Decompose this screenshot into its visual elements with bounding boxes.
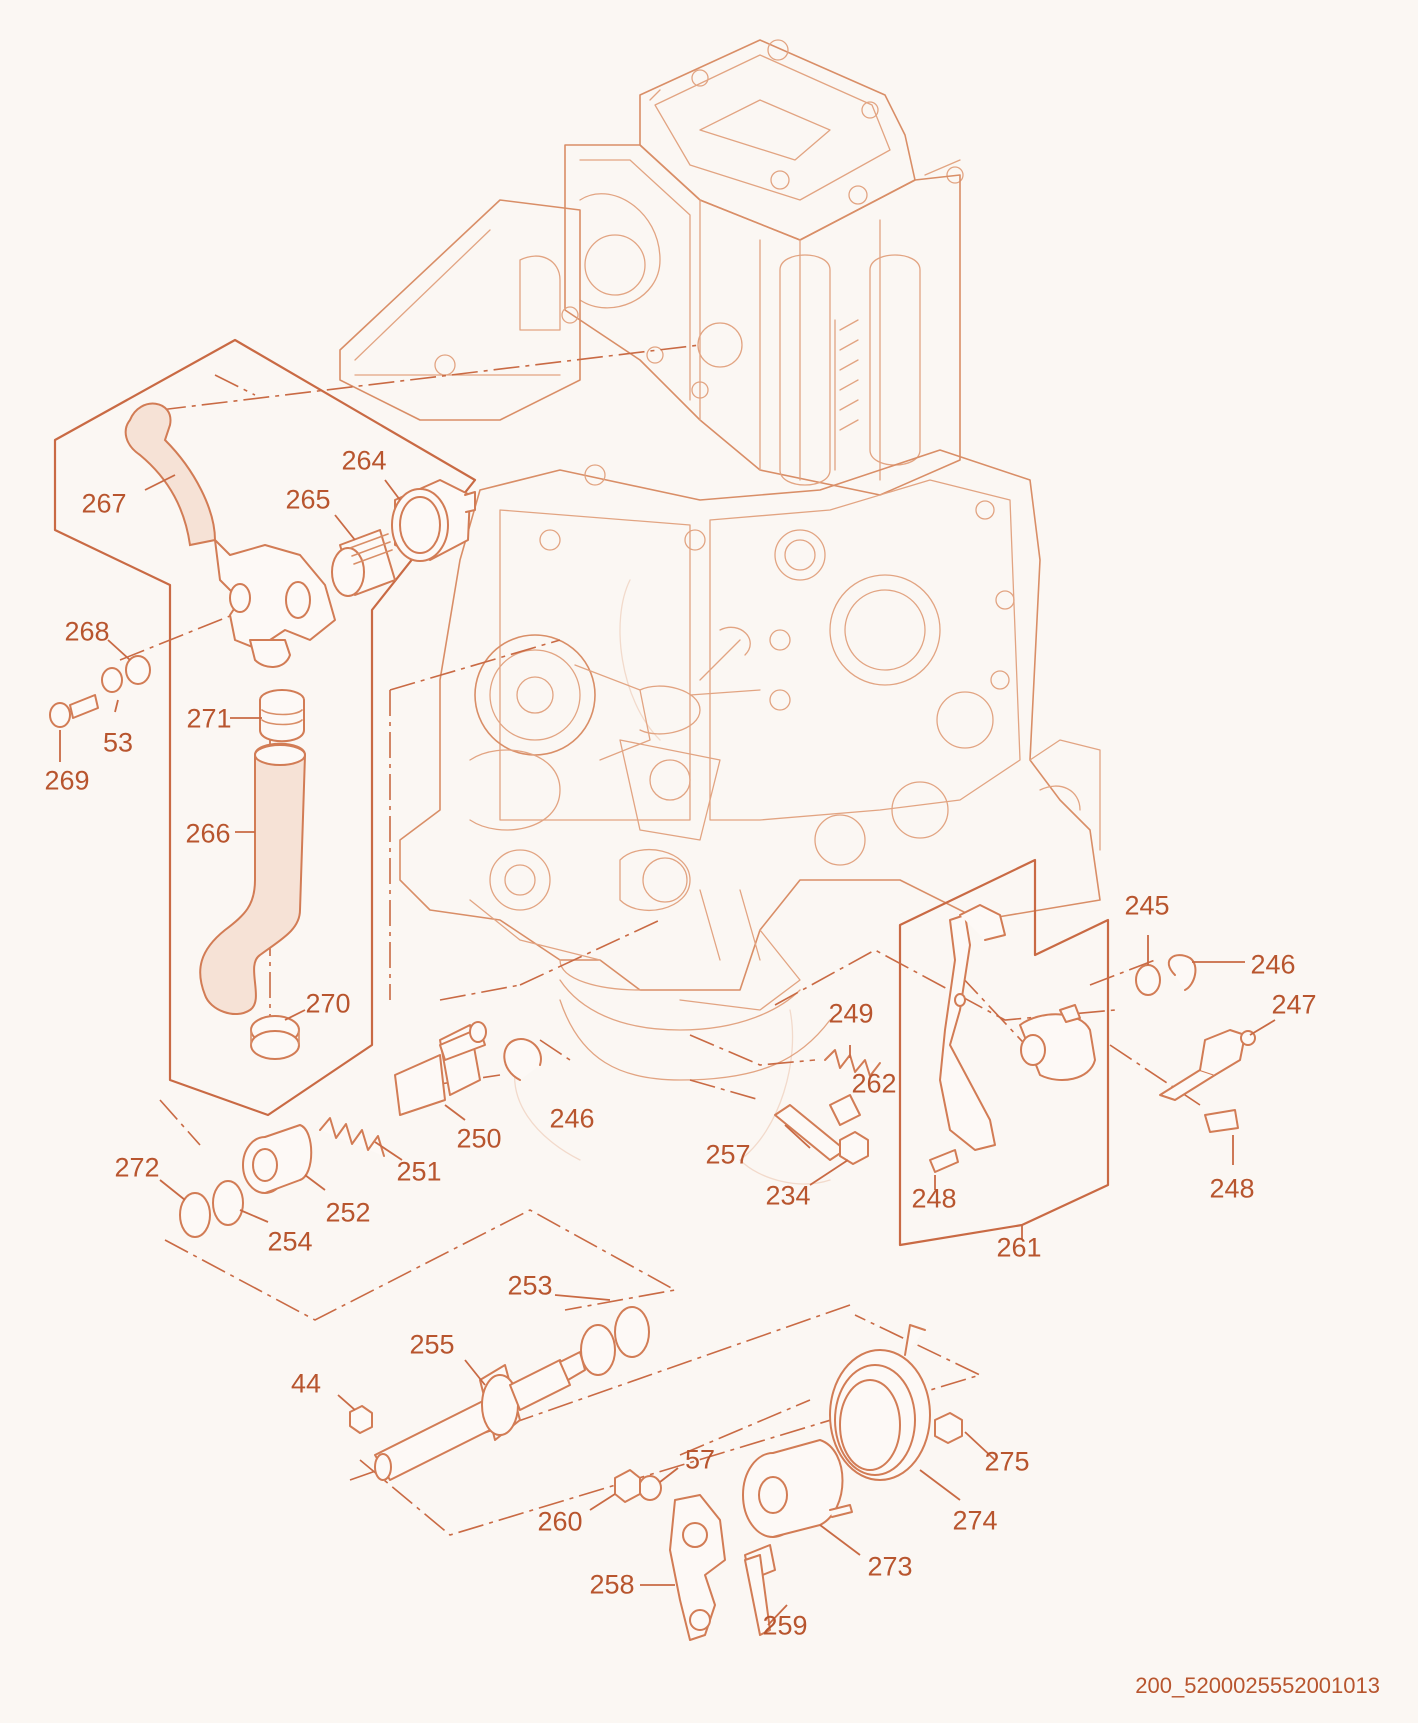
- label-273: 273: [867, 1551, 913, 1582]
- label-249: 249: [828, 998, 874, 1029]
- part-250-bracket: [394, 1021, 487, 1116]
- part-273-sleeve: [742, 1439, 853, 1538]
- label-248-middle: 248: [911, 1183, 957, 1214]
- label-271: 271: [186, 703, 232, 734]
- part-271-clamp: [259, 689, 305, 743]
- part-267-elbow-hose: [124, 402, 336, 668]
- part-269-bolt: [49, 694, 99, 728]
- part-234-nut: [839, 1131, 869, 1165]
- leader-lines: [59, 474, 1276, 1626]
- label-257: 257: [705, 1139, 751, 1170]
- part-260-nut: [614, 1469, 641, 1503]
- label-258: 258: [589, 1569, 635, 1600]
- part-246-circlip-b: [1167, 954, 1197, 991]
- part-253-oring-b: [614, 1306, 650, 1358]
- part-266-hose: [199, 742, 307, 1015]
- part-275-nut: [934, 1412, 963, 1444]
- diagram-id-caption: 200_5200025552001013: [1135, 1673, 1380, 1698]
- part-272-oring: [179, 1192, 211, 1238]
- label-234: 234: [765, 1180, 811, 1211]
- label-253: 253: [507, 1270, 553, 1301]
- part-258-lever: [669, 1494, 726, 1641]
- label-265: 265: [285, 484, 331, 515]
- part-44-nut: [349, 1405, 373, 1434]
- part-270-clamp: [250, 1015, 300, 1060]
- part-254-oring: [212, 1180, 244, 1226]
- part-246-circlip: [503, 1038, 542, 1081]
- label-251: 251: [396, 1156, 442, 1187]
- part-261-lever: [939, 904, 1096, 1151]
- label-264: 264: [341, 445, 387, 476]
- label-255: 255: [409, 1329, 455, 1360]
- part-248-screw-a: [929, 1149, 959, 1173]
- label-247: 247: [1271, 989, 1317, 1020]
- label-266: 266: [185, 818, 231, 849]
- part-247-link: [1159, 1029, 1256, 1101]
- engine-block: [339, 39, 1101, 1185]
- part-265-adapter: [331, 529, 396, 597]
- label-245: 245: [1124, 890, 1170, 921]
- label-53: 53: [102, 727, 134, 758]
- label-246-right: 246: [1250, 949, 1296, 980]
- label-274: 274: [952, 1505, 998, 1536]
- part-245-washer: [1135, 964, 1161, 996]
- label-267: 267: [81, 488, 127, 519]
- label-260: 260: [537, 1506, 583, 1537]
- label-261: 261: [996, 1232, 1042, 1263]
- label-248-right: 248: [1209, 1173, 1255, 1204]
- part-252-bushing: [242, 1124, 313, 1194]
- part-274-spring: [829, 1324, 931, 1481]
- part-262-sleeve: [829, 1094, 861, 1126]
- part-53-washer: [101, 667, 123, 693]
- part-253-oring-a: [580, 1324, 616, 1376]
- part-57-washer: [638, 1475, 662, 1501]
- hose-group-frame: [53, 338, 477, 1117]
- part-268-ring: [125, 655, 151, 685]
- label-259: 259: [762, 1610, 808, 1641]
- part-264-cap: [391, 479, 476, 562]
- label-246-middle: 246: [549, 1103, 595, 1134]
- label-269: 269: [44, 765, 90, 796]
- label-262: 262: [851, 1068, 897, 1099]
- label-44: 44: [290, 1368, 322, 1399]
- label-254: 254: [267, 1226, 313, 1257]
- label-270: 270: [305, 988, 351, 1019]
- label-252: 252: [325, 1197, 371, 1228]
- part-249-spring: [824, 1049, 881, 1077]
- part-248-screw-b: [1204, 1109, 1239, 1133]
- label-57: 57: [684, 1444, 716, 1475]
- label-250: 250: [456, 1123, 502, 1154]
- part-251-spring: [319, 1117, 385, 1157]
- part-255-shaft: [374, 1351, 586, 1481]
- label-268: 268: [64, 616, 110, 647]
- lever-group-frame: [898, 858, 1110, 1247]
- label-275: 275: [984, 1446, 1030, 1477]
- label-272: 272: [114, 1152, 160, 1183]
- part-259-pin: [744, 1544, 776, 1636]
